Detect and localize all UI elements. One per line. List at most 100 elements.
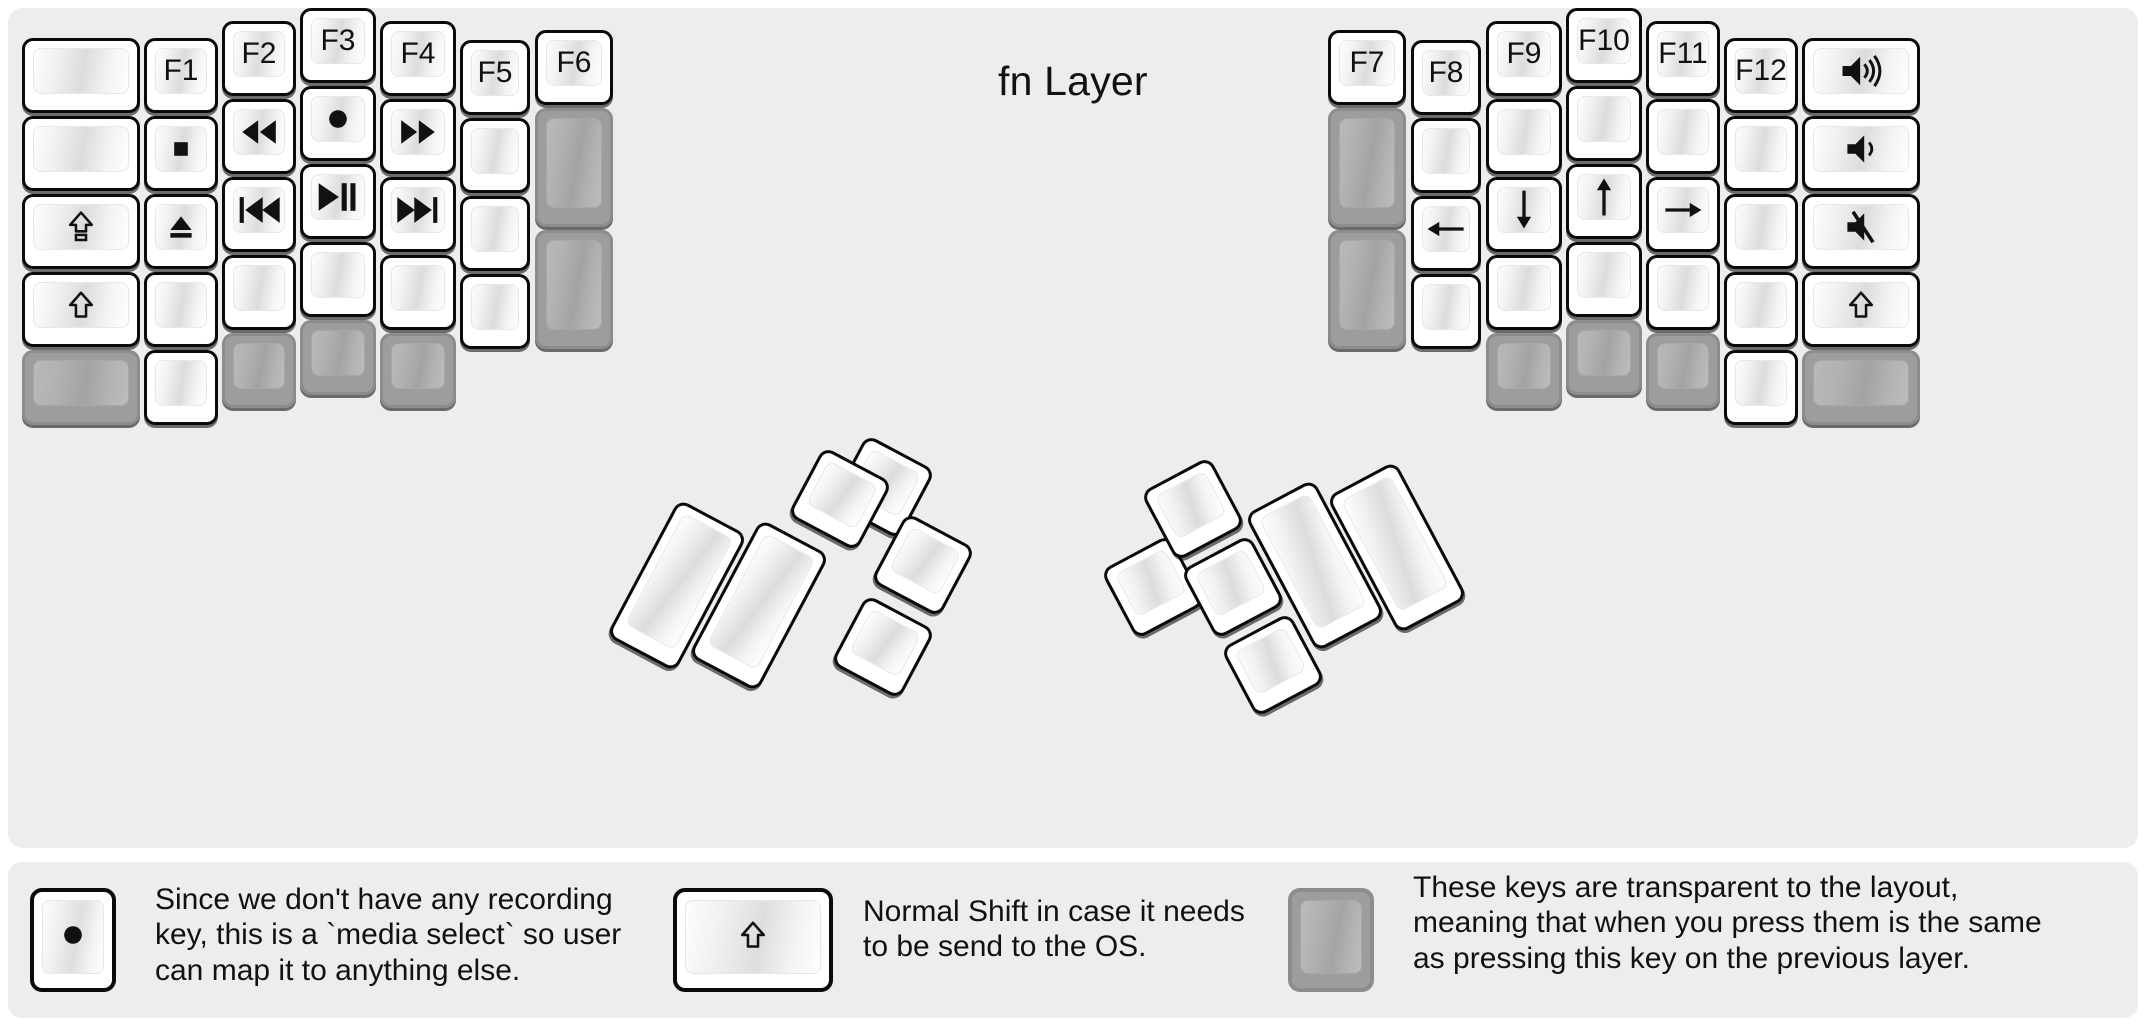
key-left_half-middle-r4[interactable] [300,242,376,317]
key-cap [1577,252,1631,298]
key-media-play-pause[interactable] [300,164,376,239]
key-f6[interactable]: F6 [535,30,613,105]
key-arrow-left[interactable] [1411,196,1481,271]
key-media-rewind[interactable] [222,99,296,174]
key-cap [546,240,602,330]
key-right_half-index-r2[interactable] [1486,99,1562,174]
thumb-key-left-5[interactable] [830,594,936,700]
key-cap [155,360,207,406]
key-right_half-pinky-r2[interactable] [1724,116,1798,191]
key-left_half-pinky-r5[interactable] [144,350,218,425]
key-right_half-pinky-r3[interactable] [1724,194,1798,269]
key-f4[interactable]: F4 [380,21,456,96]
key-f7[interactable]: F7 [1328,30,1406,105]
caps-lock-icon [34,205,128,249]
key-cap [391,187,445,233]
key-cap: F3 [311,18,365,64]
key-left_half-ring-r4[interactable] [222,255,296,330]
legend-key-shift [673,888,833,992]
legend-panel: Since we don't have any recording key, t… [8,862,2138,1018]
key-shift[interactable] [1802,272,1920,347]
legend-text: Since we don't have any recording key, t… [155,883,622,987]
key-cap [1813,360,1909,406]
key-volume-down[interactable] [1802,116,1920,191]
key-cap [1114,548,1188,618]
key-f11[interactable]: F11 [1646,21,1720,96]
key-f12[interactable]: F12 [1724,38,1798,113]
media-next-icon [392,188,444,232]
key-label: F2 [241,37,277,70]
key-right_half-outer-r5[interactable] [1802,350,1920,425]
key-right_half-middle-r5[interactable] [1566,320,1642,395]
key-cap [233,265,285,311]
key-right_half-ring-r2[interactable] [1646,99,1720,174]
key-left_half-index-r5[interactable] [380,333,456,408]
key-caps-lock[interactable] [22,194,140,269]
key-media-record[interactable] [300,86,376,161]
legend-key-media-record [30,888,116,992]
key-cap [1735,204,1787,250]
key-left_half-index-r4[interactable] [380,255,456,330]
key-right_half-inner-r4[interactable] [1411,274,1481,349]
key-media-previous[interactable] [222,177,296,252]
key-cap [1194,548,1268,618]
shift-icon [735,917,771,958]
key-cap [471,284,519,330]
key-left_half-innermost-r2[interactable] [535,108,613,227]
media-fast-forward-icon [392,110,444,154]
key-f10[interactable]: F10 [1566,8,1642,83]
key-arrow-down[interactable] [1486,177,1562,252]
legend-item: Since we don't have any recording key, t… [20,862,660,1018]
key-cap [888,526,962,596]
key-cap [1813,48,1909,94]
key-left_half-pinky-r4[interactable] [144,272,218,347]
key-media-fast-forward[interactable] [380,99,456,174]
key-right_half-pinky-r5[interactable] [1724,350,1798,425]
key-right_half-innermost-r2[interactable] [1328,108,1406,227]
key-f2[interactable]: F2 [222,21,296,96]
key-f8[interactable]: F8 [1411,40,1481,115]
media-record-icon [312,97,364,141]
key-label: F7 [1349,46,1385,79]
key-right_half-ring-r4[interactable] [1646,255,1720,330]
key-cap [546,118,602,208]
key-arrow-right[interactable] [1646,177,1720,252]
key-left_half-innermost-r3[interactable] [535,230,613,349]
key-f3[interactable]: F3 [300,8,376,83]
key-f9[interactable]: F9 [1486,21,1562,96]
key-media-next[interactable] [380,177,456,252]
key-right_half-index-r4[interactable] [1486,255,1562,330]
key-cap [1422,206,1470,252]
key-media-stop[interactable] [144,116,218,191]
key-cap [1497,343,1551,389]
key-right_half-inner-r2[interactable] [1411,118,1481,193]
key-shift[interactable] [22,272,140,347]
key-right_half-middle-r4[interactable] [1566,242,1642,317]
key-left_half-inner-r2[interactable] [460,118,530,193]
key-right_half-ring-r5[interactable] [1646,333,1720,408]
key-left_half-middle-r5[interactable] [300,320,376,395]
key-left_half-ring-r5[interactable] [222,333,296,408]
legend-key-cap [1300,900,1362,974]
key-volume-mute[interactable] [1802,194,1920,269]
key-right_half-middle-r2[interactable] [1566,86,1642,161]
key-right_half-pinky-r4[interactable] [1724,272,1798,347]
key-arrow-up[interactable] [1566,164,1642,239]
key-left_half-outer-r5[interactable] [22,350,140,425]
key-f1[interactable]: F1 [144,38,218,113]
key-cap [233,109,285,155]
key-left_half-outer-r2[interactable] [22,116,140,191]
key-volume-up[interactable] [1802,38,1920,113]
key-right_half-index-r5[interactable] [1486,333,1562,408]
key-f5[interactable]: F5 [460,40,530,115]
arrow-up-icon [1578,175,1630,219]
key-media-eject[interactable] [144,194,218,269]
key-left_half-inner-r3[interactable] [460,196,530,271]
key-cap: F9 [1497,31,1551,77]
key-left_half-inner-r4[interactable] [460,274,530,349]
key-label: F9 [1506,37,1542,70]
key-right_half-innermost-r3[interactable] [1328,230,1406,349]
key-label: F10 [1578,24,1630,57]
arrow-down-icon [1498,188,1550,232]
key-left_half-outer-r1[interactable] [22,38,140,113]
